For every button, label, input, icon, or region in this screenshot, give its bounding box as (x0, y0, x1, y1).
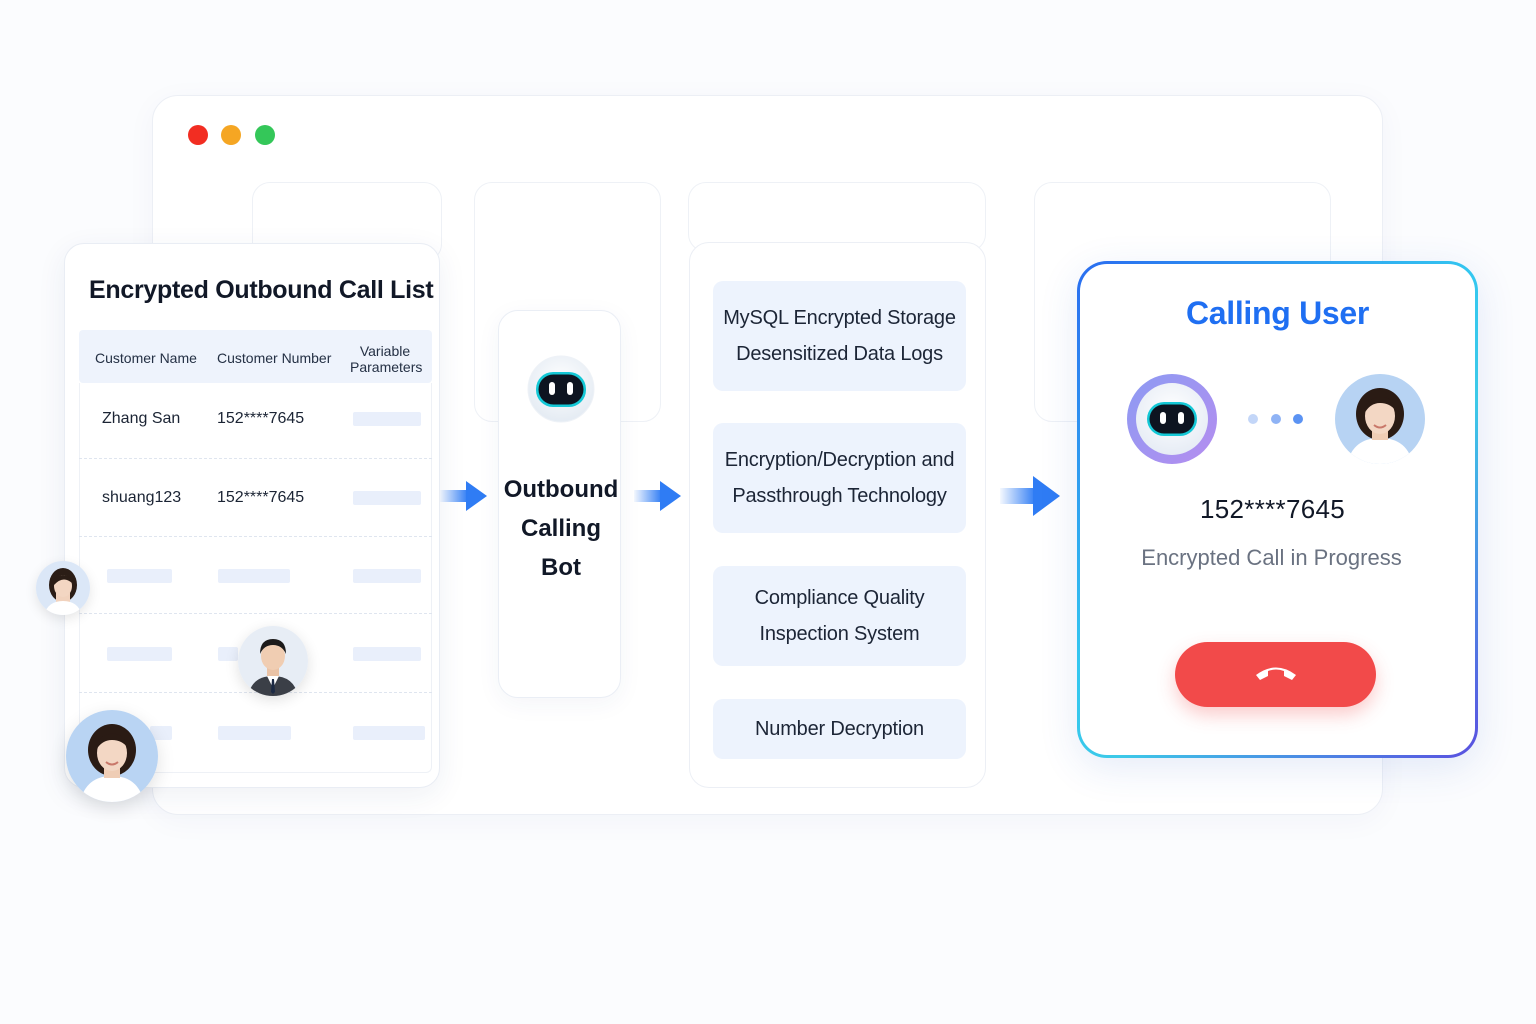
column-header-variable-parameters: Variable Parameters (350, 343, 423, 375)
phone-hangup-icon (1253, 662, 1299, 687)
window-maximize-button[interactable] (255, 125, 275, 145)
flow-arrow-icon (440, 481, 488, 511)
security-item-storage: MySQL Encrypted Storage Desensitized Dat… (713, 281, 966, 391)
row-4-parameters-placeholder (353, 647, 421, 661)
row-2-parameters-placeholder (353, 491, 421, 505)
row-1-parameters-placeholder (353, 412, 421, 426)
row-3-name-placeholder (107, 569, 172, 583)
user-avatar (1335, 374, 1425, 464)
progress-dot (1293, 414, 1303, 424)
bot-label-line: Calling (520, 515, 601, 542)
ghost-panel (688, 182, 986, 252)
security-item-compliance: Compliance Quality Inspection System (713, 566, 966, 666)
row-5-parameters-placeholder (353, 726, 425, 740)
row-divider (79, 692, 432, 693)
row-divider (79, 536, 432, 537)
security-item-decryption: Number Decryption (713, 699, 966, 759)
customer-avatar-man (238, 626, 308, 696)
security-item-line: Number Decryption (755, 718, 924, 740)
progress-dot (1248, 414, 1258, 424)
call-status: Encrypted Call in Progress (1141, 545, 1402, 570)
window-close-button[interactable] (188, 125, 208, 145)
row-2-customer-name: shuang123 (102, 489, 182, 506)
bot-avatar-icon (1126, 373, 1218, 470)
security-item-encryption: Encryption/Decryption and Passthrough Te… (713, 423, 966, 533)
bot-label: Outbound Calling Bot (498, 470, 624, 587)
row-1-customer-name: Zhang San (102, 410, 181, 427)
calling-number: 152****7645 (1200, 494, 1345, 524)
row-2-customer-number: 152****7645 (217, 489, 305, 506)
column-header-customer-number: Customer Number (217, 350, 332, 366)
row-3-parameters-placeholder (353, 569, 421, 583)
row-5-name-placeholder (150, 726, 172, 740)
bot-label-line: Outbound (503, 476, 619, 503)
calling-title: Calling User (1185, 295, 1370, 331)
row-3-number-placeholder (218, 569, 290, 583)
hangup-button[interactable] (1175, 642, 1376, 707)
robot-icon (526, 354, 596, 429)
security-item-line: Desensitized Data Logs (736, 343, 943, 365)
column-header-customer-name: Customer Name (95, 350, 197, 366)
security-item-line: Compliance Quality (754, 587, 925, 609)
customer-avatar-woman-small (36, 561, 90, 615)
row-5-number-placeholder (218, 726, 291, 740)
bot-label-line: Bot (541, 554, 581, 581)
table-header (79, 330, 432, 383)
window-minimize-button[interactable] (221, 125, 241, 145)
call-list-title: Encrypted Outbound Call List (89, 276, 434, 304)
row-1-customer-number: 152****7645 (217, 410, 305, 427)
row-4-number-placeholder (218, 647, 238, 661)
row-4-name-placeholder (107, 647, 172, 661)
security-item-line: Inspection System (759, 623, 920, 645)
security-item-line: Passthrough Technology (732, 485, 947, 507)
row-divider (79, 458, 432, 459)
progress-dot (1271, 414, 1281, 424)
flow-arrow-icon (1000, 476, 1062, 516)
row-divider (79, 613, 432, 614)
security-item-line: Encryption/Decryption and (724, 449, 955, 471)
security-item-line: MySQL Encrypted Storage (723, 307, 956, 329)
flow-arrow-icon (634, 481, 682, 511)
customer-avatar-woman-large (66, 710, 158, 802)
